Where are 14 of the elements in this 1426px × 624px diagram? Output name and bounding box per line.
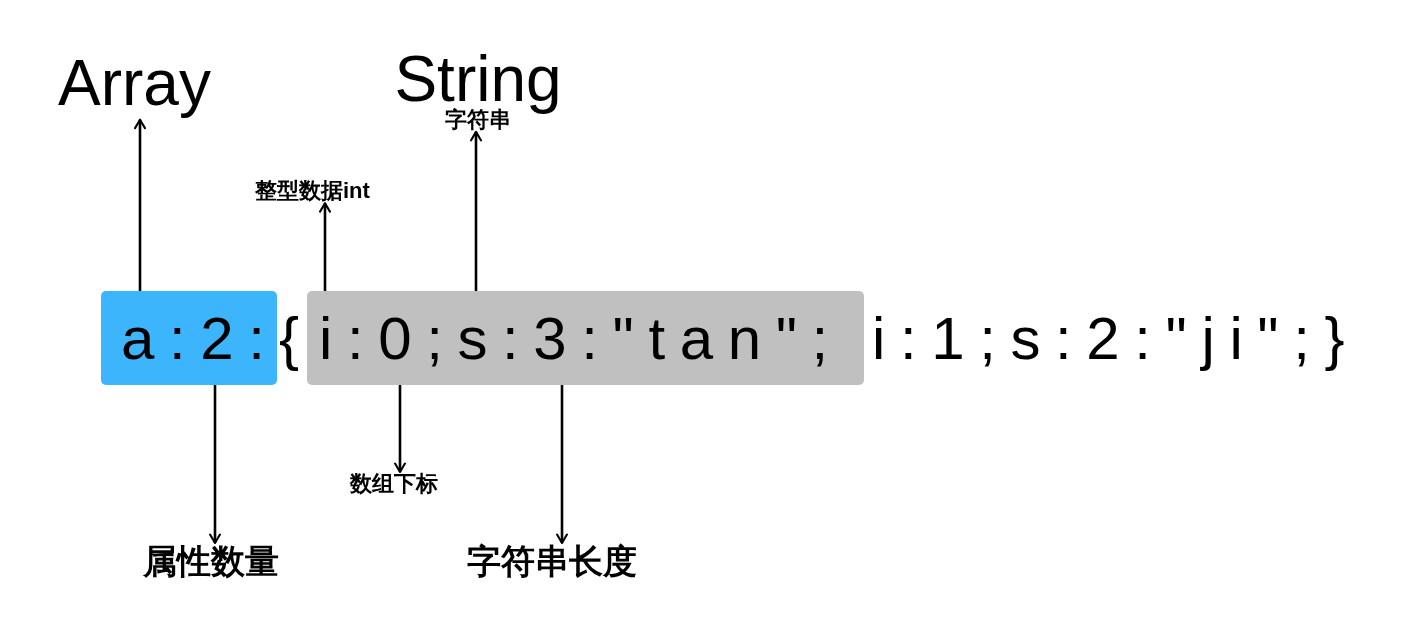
annotation-label: Array xyxy=(58,48,211,120)
annotation-label: 数组下标 xyxy=(350,472,438,497)
annotation-label: 属性数量 xyxy=(143,543,279,581)
code-text: i:1;s:2:"ji";} xyxy=(872,303,1360,374)
leader-arrow xyxy=(470,130,482,291)
leader-arrow xyxy=(134,118,146,291)
leader-arrow xyxy=(394,385,406,474)
annotation-label: 字符串长度 xyxy=(467,543,637,581)
leader-arrow xyxy=(556,385,568,545)
highlighted-code: a:2: xyxy=(101,291,277,385)
leader-arrow xyxy=(209,385,221,545)
annotation-label: 整型数据int xyxy=(255,179,370,204)
highlighted-code: i:0;s:3:"tan"; xyxy=(307,291,864,385)
leader-arrow xyxy=(319,202,331,291)
